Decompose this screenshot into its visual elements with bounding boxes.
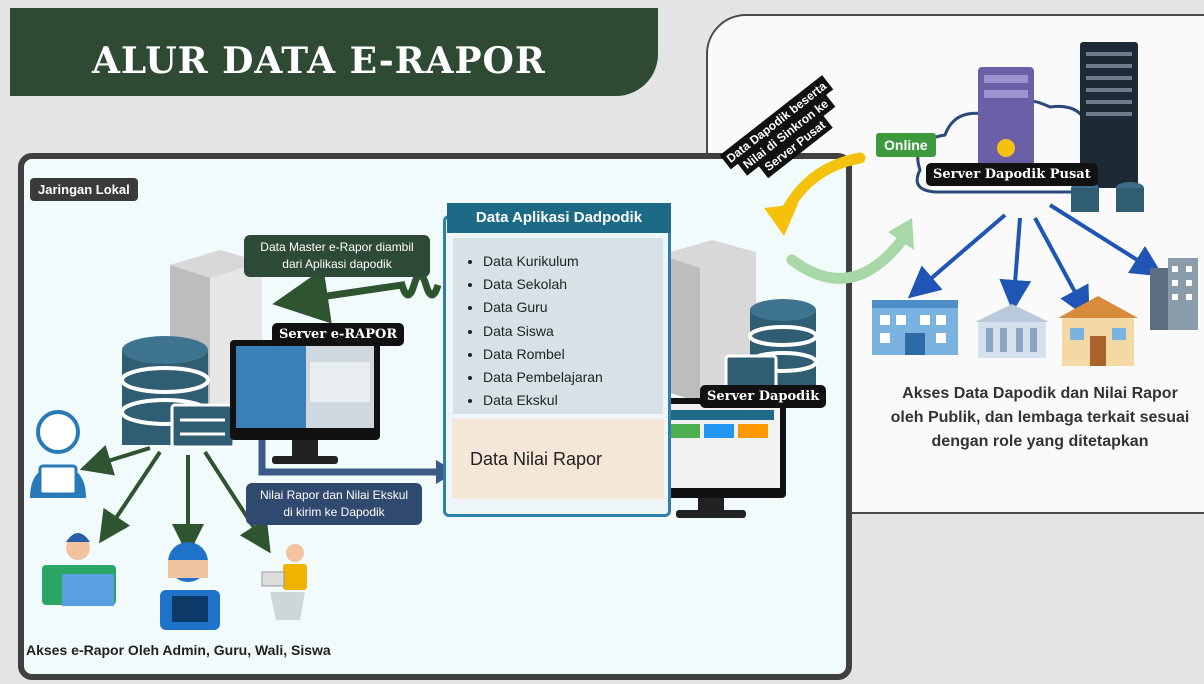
user-wali-icon [160,542,220,630]
online-label: Online [876,133,936,157]
server-erapor-label: Server e-RAPOR [272,323,405,346]
office-building-icon [872,300,958,355]
title-banner [10,8,658,96]
user-guru-icon [42,533,116,606]
government-building-icon [975,304,1049,358]
page-title: ALUR DATA E-RAPOR [92,40,546,82]
user-siswa-icon [261,544,307,620]
master-data-arrow [272,268,442,324]
master-data-note: Data Master e-Rapor diambil dari Aplikas… [244,235,430,277]
list-item: Data Rombel [483,343,663,366]
user-admin-icon [30,410,86,498]
central-database-icon [1071,182,1144,212]
list-item: Data Ekskul [483,389,663,412]
dapodik-data-list: Data Kurikulum Data Sekolah Data Guru Da… [453,238,663,414]
nilai-rapor-box: Data Nilai Rapor [452,419,664,499]
dapodik-database-icon [724,299,818,394]
list-item: Data Pembelajaran [483,366,663,389]
dapodik-app-header: Data Aplikasi Dadpodik [447,203,671,233]
skyscraper-icon [1150,258,1198,330]
list-item: Data Sekolah [483,273,663,296]
local-network-label: Jaringan Lokal [30,178,138,201]
erapor-monitor-icon [230,340,380,464]
list-item: Data Guru [483,296,663,319]
local-access-caption: Akses e-Rapor Oleh Admin, Guru, Wali, Si… [26,642,331,658]
erapor-database-icon [120,336,236,449]
list-item: Data Siswa [483,320,663,343]
central-server-rack-icon [978,42,1138,188]
nilai-arrow [258,440,440,476]
nilai-sent-note: Nilai Rapor dan Nilai Ekskul di kirim ke… [246,483,422,525]
school-icon [1058,296,1138,366]
public-access-caption: Akses Data Dapodik dan Nilai Rapor oleh … [890,385,1190,450]
sync-arrow-green [786,234,908,284]
server-central-label: Server Dapodik Pusat [926,163,1098,186]
list-item: Data Kurikulum [483,250,663,273]
server-dapodik-label: Server Dapodik [700,385,827,408]
